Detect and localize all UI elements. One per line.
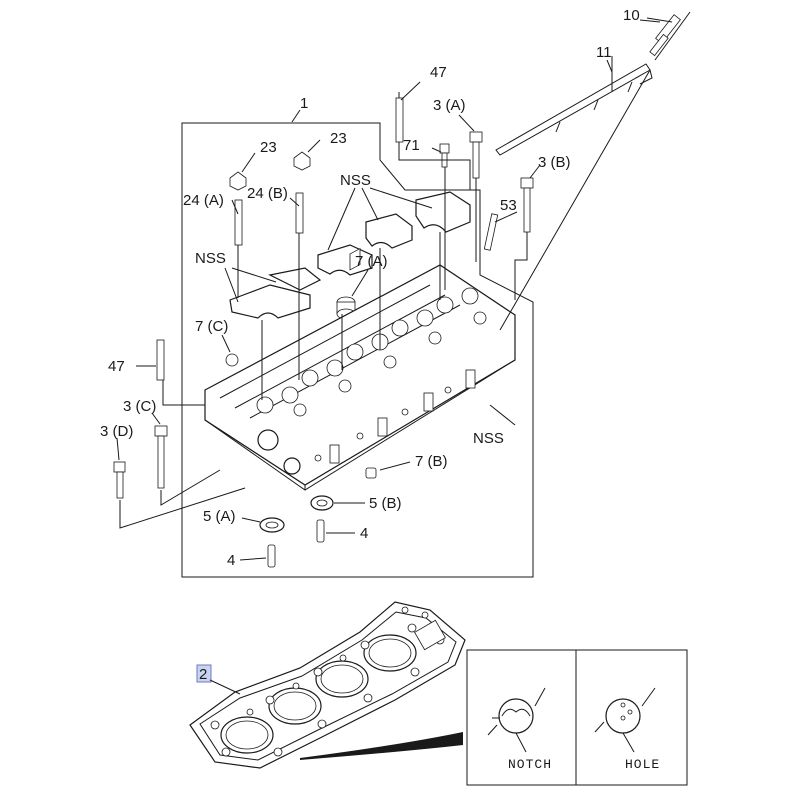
cylinder-head-frame	[181, 122, 534, 578]
dowel-4-left	[239, 544, 276, 568]
label-nss-top: NSS	[340, 172, 371, 189]
leader-2	[209, 679, 241, 695]
assembly-leader-lines	[119, 69, 651, 529]
nut-23-left	[229, 152, 256, 191]
leader-10	[639, 19, 661, 23]
seal-5b	[310, 495, 365, 511]
label-7c: 7 (C)	[195, 318, 228, 335]
stud-53	[483, 213, 499, 251]
valve-spring-seats	[256, 287, 487, 417]
part-2-highlight	[196, 664, 212, 683]
bolt-3d	[113, 437, 126, 499]
exhaust-ports	[349, 247, 361, 271]
notch-detail-illustration	[487, 687, 546, 753]
bolt-3c	[151, 412, 168, 489]
gasket-bores	[220, 634, 417, 754]
hole-detail-illustration	[594, 687, 656, 753]
cylinder-head-body	[204, 247, 516, 491]
label-5a: 5 (A)	[203, 508, 236, 525]
plug-7b	[365, 461, 411, 479]
detail-callout-wedge	[300, 732, 463, 760]
label-nss-right: NSS	[473, 430, 504, 447]
label-notch: NOTCH	[508, 757, 552, 772]
stud-47-left	[136, 339, 165, 381]
head-gasket	[189, 601, 466, 769]
label-hole: HOLE	[625, 757, 660, 772]
bolt-3b	[520, 164, 541, 233]
label-5b: 5 (B)	[369, 495, 402, 512]
label-47-left: 47	[108, 358, 125, 375]
label-3b: 3 (B)	[538, 154, 571, 171]
label-4-left: 4	[227, 552, 235, 569]
camshaft-cap-front	[229, 267, 322, 319]
gasket-bolt-holes	[210, 606, 445, 757]
leader-11	[606, 59, 613, 73]
nss-pointer-lines	[224, 187, 433, 303]
fuel-leak-off-pipe-part	[495, 56, 653, 156]
label-24b: 24 (B)	[247, 185, 288, 202]
label-53: 53	[500, 197, 517, 214]
label-24a: 24 (A)	[183, 192, 224, 209]
label-23-left: 23	[260, 139, 277, 156]
label-3c: 3 (C)	[123, 398, 156, 415]
label-10: 10	[623, 7, 640, 24]
stud-24b	[289, 192, 304, 234]
label-4-right: 4	[360, 525, 368, 542]
glow-plug-part	[646, 11, 691, 61]
nut-23-right	[293, 139, 321, 171]
dowel-4-right	[316, 519, 355, 543]
leader-53	[494, 211, 518, 223]
detail-box	[466, 649, 688, 786]
label-7b: 7 (B)	[415, 453, 448, 470]
label-nss-left: NSS	[195, 250, 226, 267]
bolt-71	[439, 143, 450, 168]
stud-24a	[231, 199, 243, 246]
label-3a: 3 (A)	[433, 97, 466, 114]
label-11: 11	[596, 44, 612, 61]
label-47-top: 47	[430, 64, 447, 81]
camshaft-cap-rear-2	[415, 191, 471, 233]
label-71: 71	[403, 137, 420, 154]
label-1: 1	[300, 95, 308, 112]
label-3d: 3 (D)	[100, 423, 133, 440]
leader-71	[431, 147, 442, 153]
label-23-right: 23	[330, 130, 347, 147]
label-7a: 7 (A)	[355, 253, 388, 270]
stud-bolt-47-top	[395, 81, 421, 143]
label-2: 2	[199, 666, 207, 683]
camshaft-cap-rear-1	[365, 213, 413, 249]
plug-7c	[221, 334, 239, 367]
leader-1	[291, 109, 301, 123]
seal-5a	[241, 517, 285, 533]
